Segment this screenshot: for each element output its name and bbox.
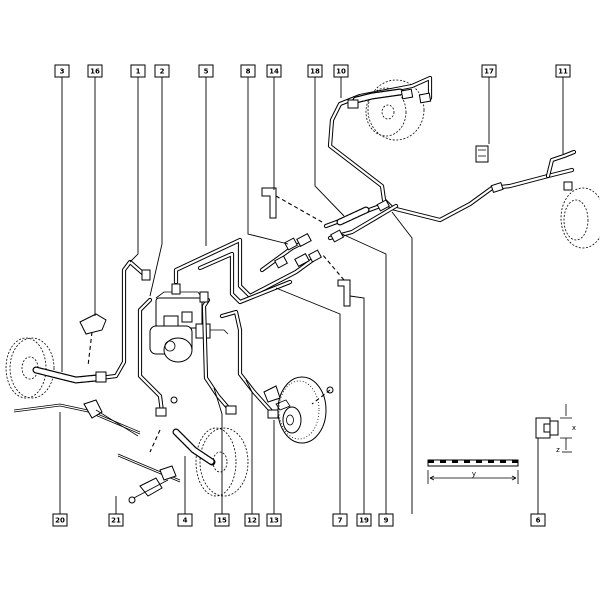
callout-8: 8 <box>240 64 256 78</box>
svg-text:13: 13 <box>269 517 279 525</box>
callout-13: 13 <box>266 513 282 527</box>
front-left-wheel <box>560 187 600 249</box>
callout-17: 17 <box>481 64 497 78</box>
callout-6: 6 <box>530 513 546 527</box>
scale-bar: y <box>427 459 519 484</box>
scale-bar-segment <box>476 460 482 463</box>
svg-text:10: 10 <box>336 68 346 76</box>
flexible-hoses <box>32 88 404 466</box>
callout-16: 16 <box>87 64 103 78</box>
svg-text:7: 7 <box>338 517 343 525</box>
scale-bar-segment <box>500 460 506 463</box>
callout-10: 10 <box>333 64 349 78</box>
mounting-brackets <box>79 145 489 453</box>
svg-text:19: 19 <box>359 517 369 525</box>
svg-text:6: 6 <box>536 517 541 525</box>
scale-bar-segment <box>452 460 458 463</box>
brake-disc <box>275 376 327 444</box>
scale-bar-segment <box>428 460 434 463</box>
svg-text:20: 20 <box>55 517 65 525</box>
dimension-y-label: y <box>472 470 476 478</box>
scale-bar-segment <box>440 460 446 463</box>
callout-19: 19 <box>356 513 372 527</box>
callout-leaders <box>59 77 564 514</box>
scale-bar-segment <box>512 460 518 463</box>
callout-boxes: 3 16 1 2 5 8 14 18 10 17 11 20 21 4 15 <box>52 64 571 527</box>
callout-21: 21 <box>108 513 124 527</box>
svg-text:2: 2 <box>160 68 165 76</box>
svg-text:18: 18 <box>310 68 320 76</box>
svg-text:14: 14 <box>269 68 279 76</box>
callout-14: 14 <box>266 64 282 78</box>
callout-1: 1 <box>130 64 146 78</box>
svg-text:3: 3 <box>60 68 65 76</box>
svg-text:17: 17 <box>484 68 494 76</box>
handbrake-cables <box>13 399 181 504</box>
svg-text:9: 9 <box>384 517 389 525</box>
callout-20: 20 <box>52 513 68 527</box>
rear-left-wheel <box>5 337 55 399</box>
callout-2: 2 <box>154 64 170 78</box>
callout-7: 7 <box>332 513 348 527</box>
svg-text:21: 21 <box>111 517 121 525</box>
svg-text:15: 15 <box>217 517 227 525</box>
callout-4: 4 <box>177 513 193 527</box>
svg-text:12: 12 <box>247 517 257 525</box>
fitting-detail: x z <box>535 404 576 454</box>
svg-text:11: 11 <box>558 68 568 76</box>
callout-9: 9 <box>378 513 394 527</box>
dimension-x-label: x <box>572 424 576 432</box>
scale-bar-segment <box>488 460 494 463</box>
callout-15: 15 <box>214 513 230 527</box>
svg-text:16: 16 <box>90 68 100 76</box>
pipe-unions <box>95 88 573 419</box>
svg-text:5: 5 <box>204 68 209 76</box>
dimension-z-label: z <box>556 446 560 454</box>
callout-12: 12 <box>244 513 260 527</box>
callout-18: 18 <box>307 64 323 78</box>
scale-bar-segment <box>464 460 470 463</box>
brake-pipes <box>97 75 577 415</box>
front-right-wheel <box>365 79 425 141</box>
callout-11: 11 <box>555 64 571 78</box>
callout-3: 3 <box>54 64 70 78</box>
brake-modulator-block <box>149 291 229 363</box>
svg-text:1: 1 <box>136 68 141 76</box>
callout-5: 5 <box>198 64 214 78</box>
svg-text:4: 4 <box>183 517 188 525</box>
svg-text:8: 8 <box>246 68 251 76</box>
